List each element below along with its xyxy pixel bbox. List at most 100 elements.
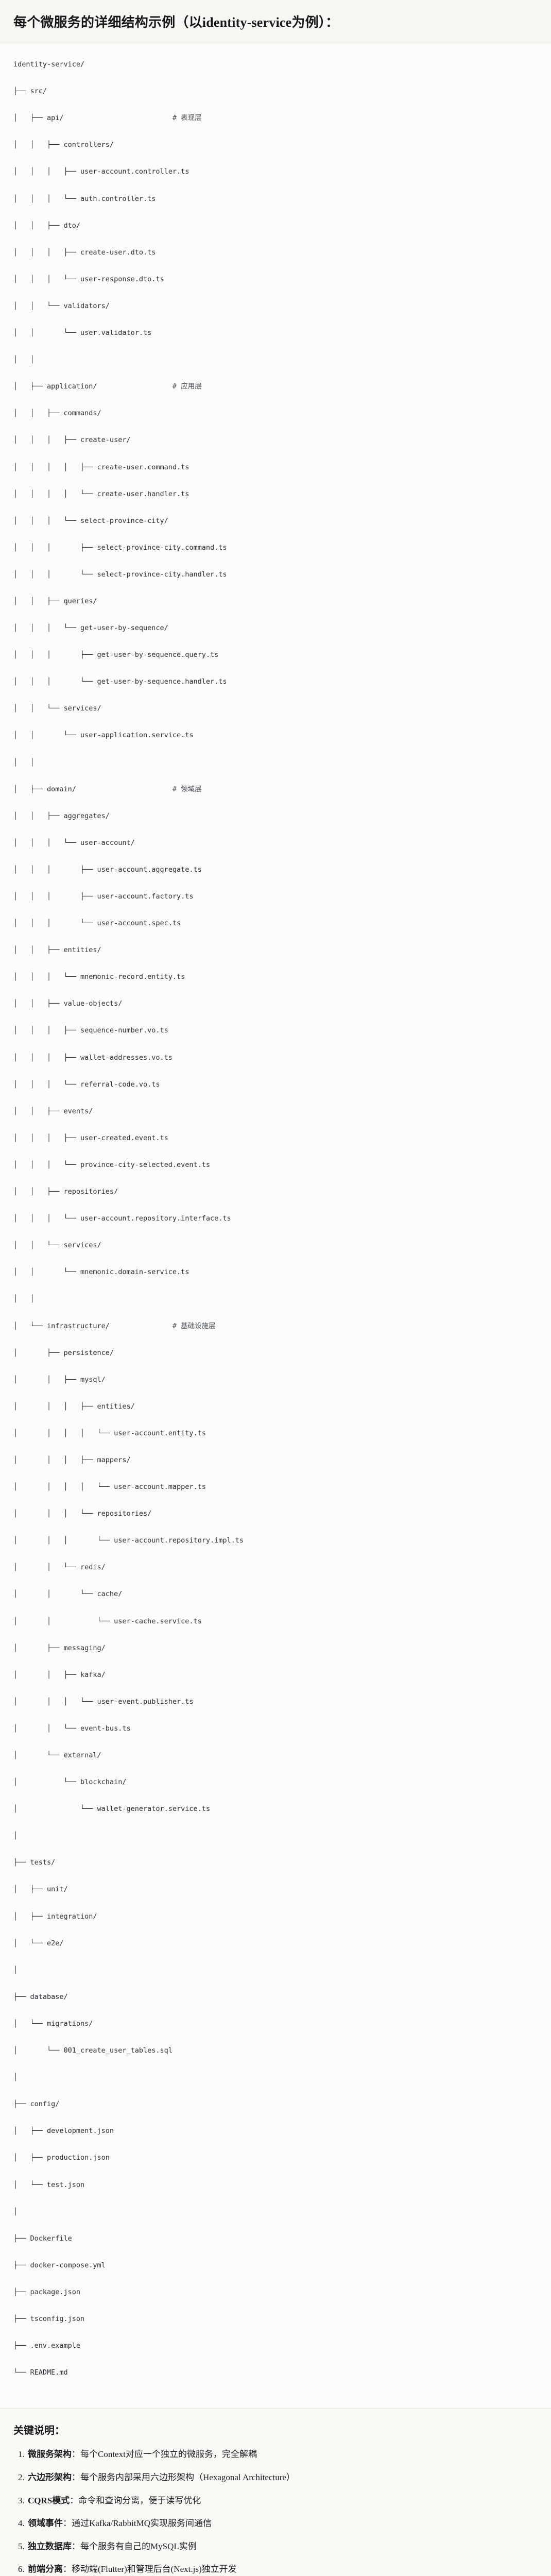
tree-node-label: │ │ │ └── repositories/	[13, 1510, 152, 1518]
tree-node-label: │	[13, 1965, 18, 1974]
tree-comment-gap	[64, 114, 173, 122]
tree-row: │ │ ├── value-objects/	[13, 997, 538, 1010]
tree-node-label: │ └── 001_create_user_tables.sql	[13, 2046, 173, 2055]
tree-node-label: │	[13, 1832, 18, 1840]
tree-node-label: │ │ │ ├── user-account.factory.ts	[13, 892, 194, 901]
tree-node-label: ├── config/	[13, 2100, 60, 2109]
tree-row: │ │	[13, 1292, 538, 1306]
directory-tree: identity-service/ ├── src/ │ ├── api/ # …	[13, 58, 538, 2393]
tree-node-label: ├── tsconfig.json	[13, 2314, 85, 2323]
tree-node-label: │ │ ├── repositories/	[13, 1188, 118, 1196]
tree-node-label: ├── src/	[13, 87, 47, 96]
tree-row: │ │ ├── queries/	[13, 595, 538, 608]
tree-row: │ │ └── event-bus.ts	[13, 1722, 538, 1735]
tree-node-label: │ │ ├── entities/	[13, 946, 101, 955]
tree-layer-comment: # 基础设施层	[172, 1321, 216, 1330]
tree-node-label: │ │ │ └── user-account.repository.interf…	[13, 1214, 231, 1223]
tree-row: │ │ │ └── select-province-city.handler.t…	[13, 568, 538, 581]
tree-node-label: │ │ ├── dto/	[13, 221, 81, 230]
key-note-term: 六边形架构	[28, 2472, 72, 2482]
tree-node-label: │ │ │ ├── create-user/	[13, 436, 131, 445]
tree-node-label: │ │ │ ├── user-account.controller.ts	[13, 167, 190, 176]
tree-layer-comment: # 领域层	[172, 785, 202, 793]
tree-row: │ │ │ │ └── create-user.handler.ts	[13, 487, 538, 501]
tree-row: │ │ │ └── auth.controller.ts	[13, 192, 538, 206]
tree-node-label: identity-service/	[13, 60, 85, 69]
tree-row: │ │ └── services/	[13, 1239, 538, 1252]
tree-node-label: │ │ │ └── referral-code.vo.ts	[13, 1080, 160, 1089]
tree-node-label: │ │	[13, 1295, 35, 1303]
tree-row: │ │ │ └── user-account.repository.impl.t…	[13, 1534, 538, 1547]
tree-row: │ │ └── cache/	[13, 1587, 538, 1601]
key-notes-list: 微服务架构：每个Context对应一个独立的微服务，完全解耦六边形架构：每个服务…	[13, 2448, 538, 2576]
tree-row: │ │ ├── events/	[13, 1105, 538, 1118]
tree-node-label: │ │ ├── events/	[13, 1107, 93, 1115]
tree-node-label: ├── Dockerfile	[13, 2234, 72, 2243]
tree-node-label: │ │ │ └── auth.controller.ts	[13, 194, 156, 203]
tree-node-label: │ │ │ ├── sequence-number.vo.ts	[13, 1026, 168, 1035]
tree-node-label: │ │ └── mnemonic.domain-service.ts	[13, 1268, 190, 1277]
tree-row: │ │ │ ├── user-account.aggregate.ts	[13, 863, 538, 876]
tree-row: │ │ │ └── user-account.spec.ts	[13, 917, 538, 930]
tree-row: │	[13, 1829, 538, 1842]
key-note-item: 独立数据库：每个服务有自己的MySQL实例	[27, 2540, 538, 2553]
tree-comment-gap	[97, 382, 173, 391]
tree-row: ├── tests/	[13, 1856, 538, 1869]
key-note-description: ：每个Context对应一个独立的微服务，完全解耦	[72, 2449, 257, 2460]
tree-row: │ │ │ │ ├── create-user.command.ts	[13, 461, 538, 474]
tree-row: │ ├── persistence/	[13, 1346, 538, 1360]
key-note-item: 前端分离：移动端(Flutter)和管理后台(Next.js)独立开发	[27, 2563, 538, 2576]
tree-node-label: │ │ │ ├── select-province-city.command.t…	[13, 543, 227, 552]
tree-node-label: │ └── blockchain/	[13, 1778, 127, 1787]
tree-node-label: │ │ │ │ ├── create-user.command.ts	[13, 463, 190, 471]
tree-row: ├── src/	[13, 84, 538, 98]
tree-node-label: │ │ │ ├── create-user.dto.ts	[13, 248, 156, 257]
tree-node-label: │ │ │ ├── mappers/	[13, 1455, 131, 1464]
tree-node-label: │ │ │ ├── user-account.aggregate.ts	[13, 865, 202, 874]
tree-row: │ │ │ ├── user-account.controller.ts	[13, 165, 538, 178]
key-note-description: ：每个服务有自己的MySQL实例	[72, 2541, 197, 2551]
header-band: 每个微服务的详细结构示例（以identity-service为例）：	[0, 0, 551, 44]
tree-row: │ │ │ └── select-province-city/	[13, 514, 538, 528]
tree-row: └── README.md	[13, 2366, 538, 2379]
tree-row: │ │ ├── mysql/	[13, 1373, 538, 1386]
tree-row: │ │ │ ├── user-created.event.ts	[13, 1131, 538, 1145]
tree-row: │ └── wallet-generator.service.ts	[13, 1802, 538, 1816]
key-note-description: ：移动端(Flutter)和管理后台(Next.js)独立开发	[63, 2564, 237, 2574]
key-note-term: 领域事件	[28, 2518, 63, 2529]
tree-row: │ │ └── user.validator.ts	[13, 326, 538, 340]
key-note-item: 领域事件：通过Kafka/RabbitMQ实现服务间通信	[27, 2517, 538, 2530]
tree-row: │ ├── integration/	[13, 1910, 538, 1923]
tree-row: │ └── infrastructure/ # 基础设施层	[13, 1319, 538, 1333]
tree-row: │	[13, 2071, 538, 2084]
tree-row: │ │ │ └── user-response.dto.ts	[13, 273, 538, 286]
tree-node-label: │ ├── persistence/	[13, 1348, 114, 1357]
tree-node-label: │ │ │ └── user-account.spec.ts	[13, 919, 181, 928]
tree-row: │ │ └── validators/	[13, 299, 538, 313]
tree-row: │ │ │ ├── user-account.factory.ts	[13, 890, 538, 903]
tree-node-label: │ └── test.json	[13, 2180, 85, 2189]
tree-node-label: │ │ └── event-bus.ts	[13, 1724, 131, 1733]
directory-tree-block: identity-service/ ├── src/ │ ├── api/ # …	[0, 43, 551, 2409]
tree-row: │ │ │ ├── mappers/	[13, 1453, 538, 1467]
tree-row: ├── config/	[13, 2097, 538, 2111]
tree-node-label: │ │ ├── commands/	[13, 409, 101, 418]
tree-node-label: │ │ │ │ └── create-user.handler.ts	[13, 489, 190, 498]
tree-node-label: │ ├── unit/	[13, 1885, 68, 1894]
tree-node-label: │ │ ├── mysql/	[13, 1375, 106, 1384]
tree-node-label: └── README.md	[13, 2368, 68, 2377]
tree-row: │ │ │ ├── get-user-by-sequence.query.ts	[13, 648, 538, 662]
tree-row: │ │ │ └── repositories/	[13, 1507, 538, 1520]
tree-node-label: │ │ │ │ └── user-account.entity.ts	[13, 1429, 206, 1437]
tree-layer-comment: # 应用层	[172, 382, 202, 391]
tree-node-label: │ │ ├── aggregates/	[13, 811, 110, 820]
tree-row: │ │ │ └── get-user-by-sequence.handler.t…	[13, 675, 538, 688]
tree-row: ├── Dockerfile	[13, 2232, 538, 2245]
tree-row: │ │ │ ├── create-user.dto.ts	[13, 246, 538, 259]
tree-node-label: ├── tests/	[13, 1858, 56, 1867]
tree-node-label: │ │ ├── kafka/	[13, 1670, 106, 1679]
tree-node-label: │ │ └── validators/	[13, 301, 110, 310]
tree-node-label: │ │ └── services/	[13, 1241, 101, 1250]
tree-row: │ │ │ │ └── user-account.entity.ts	[13, 1427, 538, 1440]
tree-node-label: │ ├── development.json	[13, 2127, 114, 2136]
